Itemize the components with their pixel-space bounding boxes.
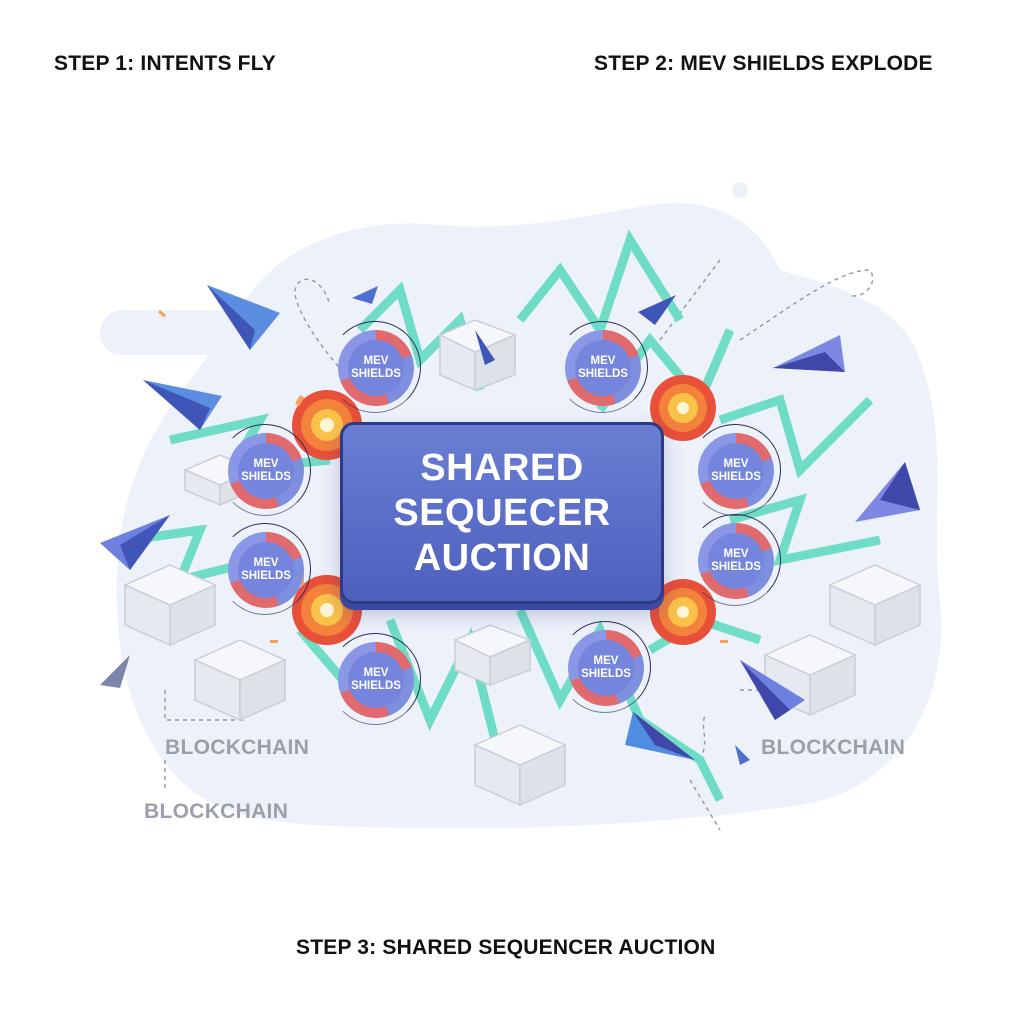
paper-planes (100, 285, 920, 765)
shield-label: SHIELDS (711, 471, 761, 483)
shared-sequencer-auction-box: SHARED SEQUECER AUCTION (340, 422, 664, 604)
center-title-line-3: AUCTION (413, 536, 591, 579)
shield-label: MEV (590, 355, 616, 367)
shield-label: MEV (363, 355, 389, 367)
paper-plane-icon (100, 515, 170, 570)
cube-icon (828, 564, 922, 647)
blockchain-label: BLOCKCHAIN (144, 800, 289, 823)
step-3-heading: STEP 3: SHARED SEQUENCER AUCTION (296, 936, 716, 959)
explosion-icon (650, 375, 716, 441)
cube-icon (123, 564, 217, 647)
explosion-icon (650, 579, 716, 645)
shield-label: MEV (593, 655, 619, 667)
shield-label: MEV (253, 458, 279, 470)
step-1-heading: STEP 1: INTENTS FLY (54, 52, 277, 75)
paper-plane-icon (638, 295, 676, 325)
paper-plane-icon (740, 660, 805, 720)
cube-icon (453, 624, 533, 687)
blockchain-cubes (123, 319, 922, 807)
shield-label: MEV (723, 548, 749, 560)
center-title-line-1: SHARED (420, 446, 584, 489)
center-title-line-2: SEQUECER (393, 491, 611, 534)
shield-label: SHIELDS (241, 471, 291, 483)
paper-plane-icon (475, 330, 495, 365)
blockchain-label: BLOCKCHAIN (165, 736, 310, 759)
shield-label: MEV (723, 458, 749, 470)
cube-icon (193, 639, 287, 722)
paper-plane-icon (735, 745, 750, 765)
shield-label: SHIELDS (351, 368, 401, 380)
shield-label: SHIELDS (711, 561, 761, 573)
shield-label: SHIELDS (351, 680, 401, 692)
shield-label: SHIELDS (578, 368, 628, 380)
shield-label: SHIELDS (581, 668, 631, 680)
explosions (292, 375, 716, 645)
paper-plane-icon (773, 335, 845, 372)
cube-icon (473, 724, 567, 807)
shield-label: MEV (363, 667, 389, 679)
paper-plane-icon (855, 462, 920, 522)
paper-plane-icon (625, 712, 695, 760)
paper-plane-icon (352, 286, 378, 304)
cube-icon (438, 319, 518, 392)
paper-plane-icon (207, 285, 280, 350)
step-2-heading: STEP 2: MEV SHIELDS EXPLODE (594, 52, 933, 75)
blockchain-label: BLOCKCHAIN (761, 736, 906, 759)
paper-plane-icon (100, 655, 130, 688)
shield-label: SHIELDS (241, 570, 291, 582)
paper-plane-icon (143, 380, 222, 430)
shield-label: MEV (253, 557, 279, 569)
